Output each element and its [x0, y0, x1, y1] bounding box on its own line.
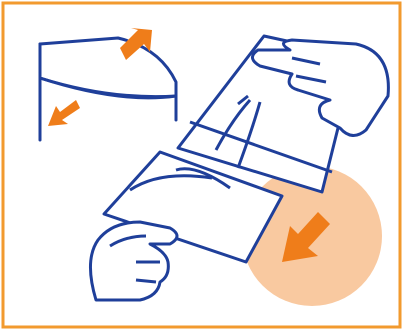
illustration-canvas: [0, 0, 403, 330]
instruction-illustration: [0, 0, 403, 330]
